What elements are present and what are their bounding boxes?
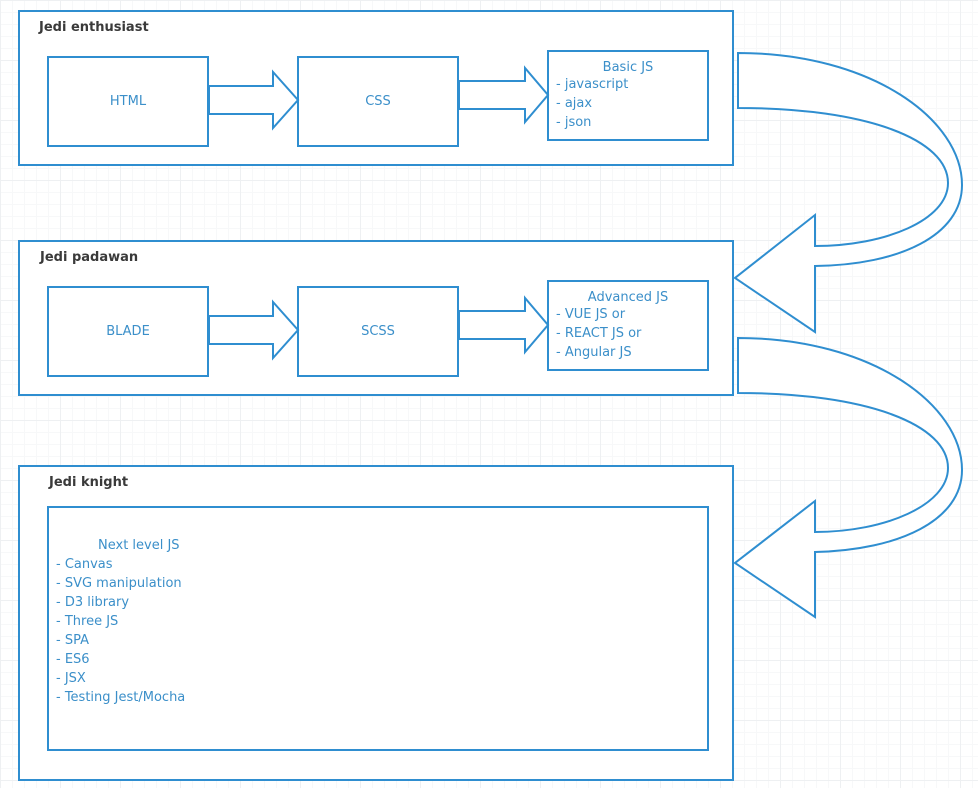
list-item: Three JS	[56, 612, 707, 631]
list-item: Canvas	[56, 555, 707, 574]
box-advanced-js: Advanced JS VUE JS or REACT JS or Angula…	[547, 280, 709, 371]
box-heading: Basic JS	[602, 60, 654, 75]
list-item: SPA	[56, 631, 707, 650]
list-item: D3 library	[56, 593, 707, 612]
list-item: Angular JS	[556, 343, 707, 362]
box-heading: Advanced JS	[587, 290, 669, 305]
arrow-right-icon	[208, 299, 300, 361]
box-scss: SCSS	[297, 286, 459, 377]
arrow-right-icon	[458, 65, 550, 125]
list-item: JSX	[56, 669, 707, 688]
list-item: REACT JS or	[556, 324, 707, 343]
curved-arrow-icon	[733, 51, 964, 334]
list-item: javascript	[556, 75, 707, 94]
stage-title: Jedi knight	[49, 475, 129, 490]
box-html: HTML	[47, 56, 209, 147]
curved-arrow-icon	[733, 336, 964, 619]
box-next-level-js: Next level JS Canvas SVG manipulation D3…	[47, 506, 709, 751]
box-css: CSS	[297, 56, 459, 147]
list-item: ajax	[556, 94, 707, 113]
list-item: Testing Jest/Mocha	[56, 688, 707, 707]
list-item: json	[556, 113, 707, 132]
item-list: VUE JS or REACT JS or Angular JS	[549, 305, 707, 362]
box-basic-js: Basic JS javascript ajax json	[547, 50, 709, 141]
list-item: ES6	[56, 650, 707, 669]
box-heading: Next level JS	[98, 538, 180, 553]
stage-title: Jedi enthusiast	[39, 20, 149, 35]
list-item: SVG manipulation	[56, 574, 707, 593]
list-item: VUE JS or	[556, 305, 707, 324]
box-blade: BLADE	[47, 286, 209, 377]
stage-title: Jedi padawan	[40, 250, 139, 265]
item-list: Canvas SVG manipulation D3 library Three…	[49, 555, 707, 707]
arrow-right-icon	[458, 295, 550, 355]
item-list: javascript ajax json	[549, 75, 707, 132]
arrow-right-icon	[208, 69, 300, 131]
